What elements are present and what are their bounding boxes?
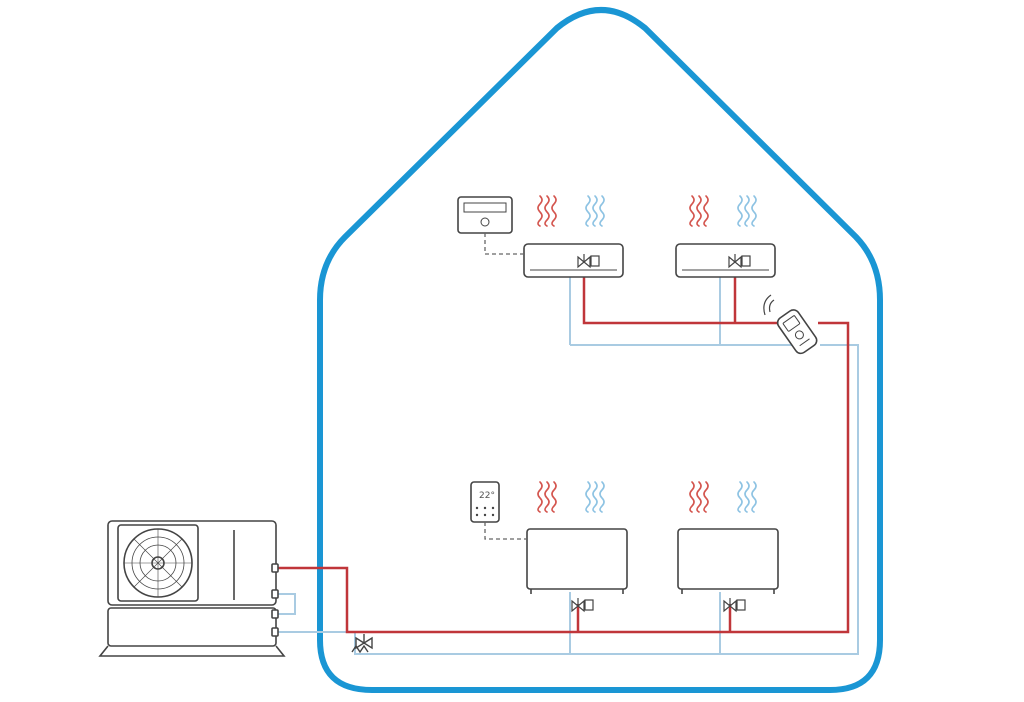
zone-valve-icon [571,598,594,613]
zone-valve-icon [728,254,751,269]
wave-line [592,481,598,513]
wave-line [696,195,702,227]
fan-coil-floor-unit-right [677,528,779,594]
zone-valve-icon [577,254,600,269]
wave-line [744,195,750,227]
heat-waves-icon [689,481,709,513]
wave-line [737,195,743,227]
wave-line [585,481,591,513]
wave-line [537,195,543,227]
wave-line [551,481,557,513]
outdoor-unit-base [107,607,277,647]
wave-line [696,481,702,513]
wave-line [537,481,543,513]
zone-valve-icon [723,598,746,613]
signal-waves-icon [763,294,775,316]
wave-line [551,195,557,227]
heat-waves-icon [689,195,709,227]
hot-supply-pipes [275,262,850,634]
wall-controller [457,196,513,234]
wave-line [689,195,695,227]
wave-line [751,195,757,227]
cold-return-pipes [275,250,859,655]
wave-line [599,481,605,513]
control-wire [484,233,524,255]
heat-waves-icon [537,481,557,513]
cool-waves-icon [585,195,605,227]
fan-coil-wall-unit-right [675,243,776,278]
wave-line [585,195,591,227]
wall-thermostat: 22° [470,481,500,523]
outdoor-unit-foot [98,645,286,657]
wave-line [703,195,709,227]
wave-line [544,195,550,227]
three-way-valve-icon [351,634,373,654]
cool-waves-icon [585,481,605,513]
heat-waves-icon [537,195,557,227]
wave-line [703,481,709,513]
wave-line [592,195,598,227]
fan-coil-floor-unit-left [526,528,628,594]
thermostat-display: 22° [479,491,495,501]
wave-line [599,195,605,227]
wave-line [751,481,757,513]
wave-line [744,481,750,513]
wave-line [737,481,743,513]
cool-waves-icon [737,481,757,513]
control-wire [484,522,527,540]
house-outline [317,7,883,693]
heat-pump-outdoor-unit [98,520,286,657]
fan-coil-wall-unit-left [523,243,624,278]
remote-control [776,309,818,355]
wave-line [544,481,550,513]
cool-waves-icon [737,195,757,227]
controller-dial-icon [480,217,490,227]
wave-line [689,481,695,513]
